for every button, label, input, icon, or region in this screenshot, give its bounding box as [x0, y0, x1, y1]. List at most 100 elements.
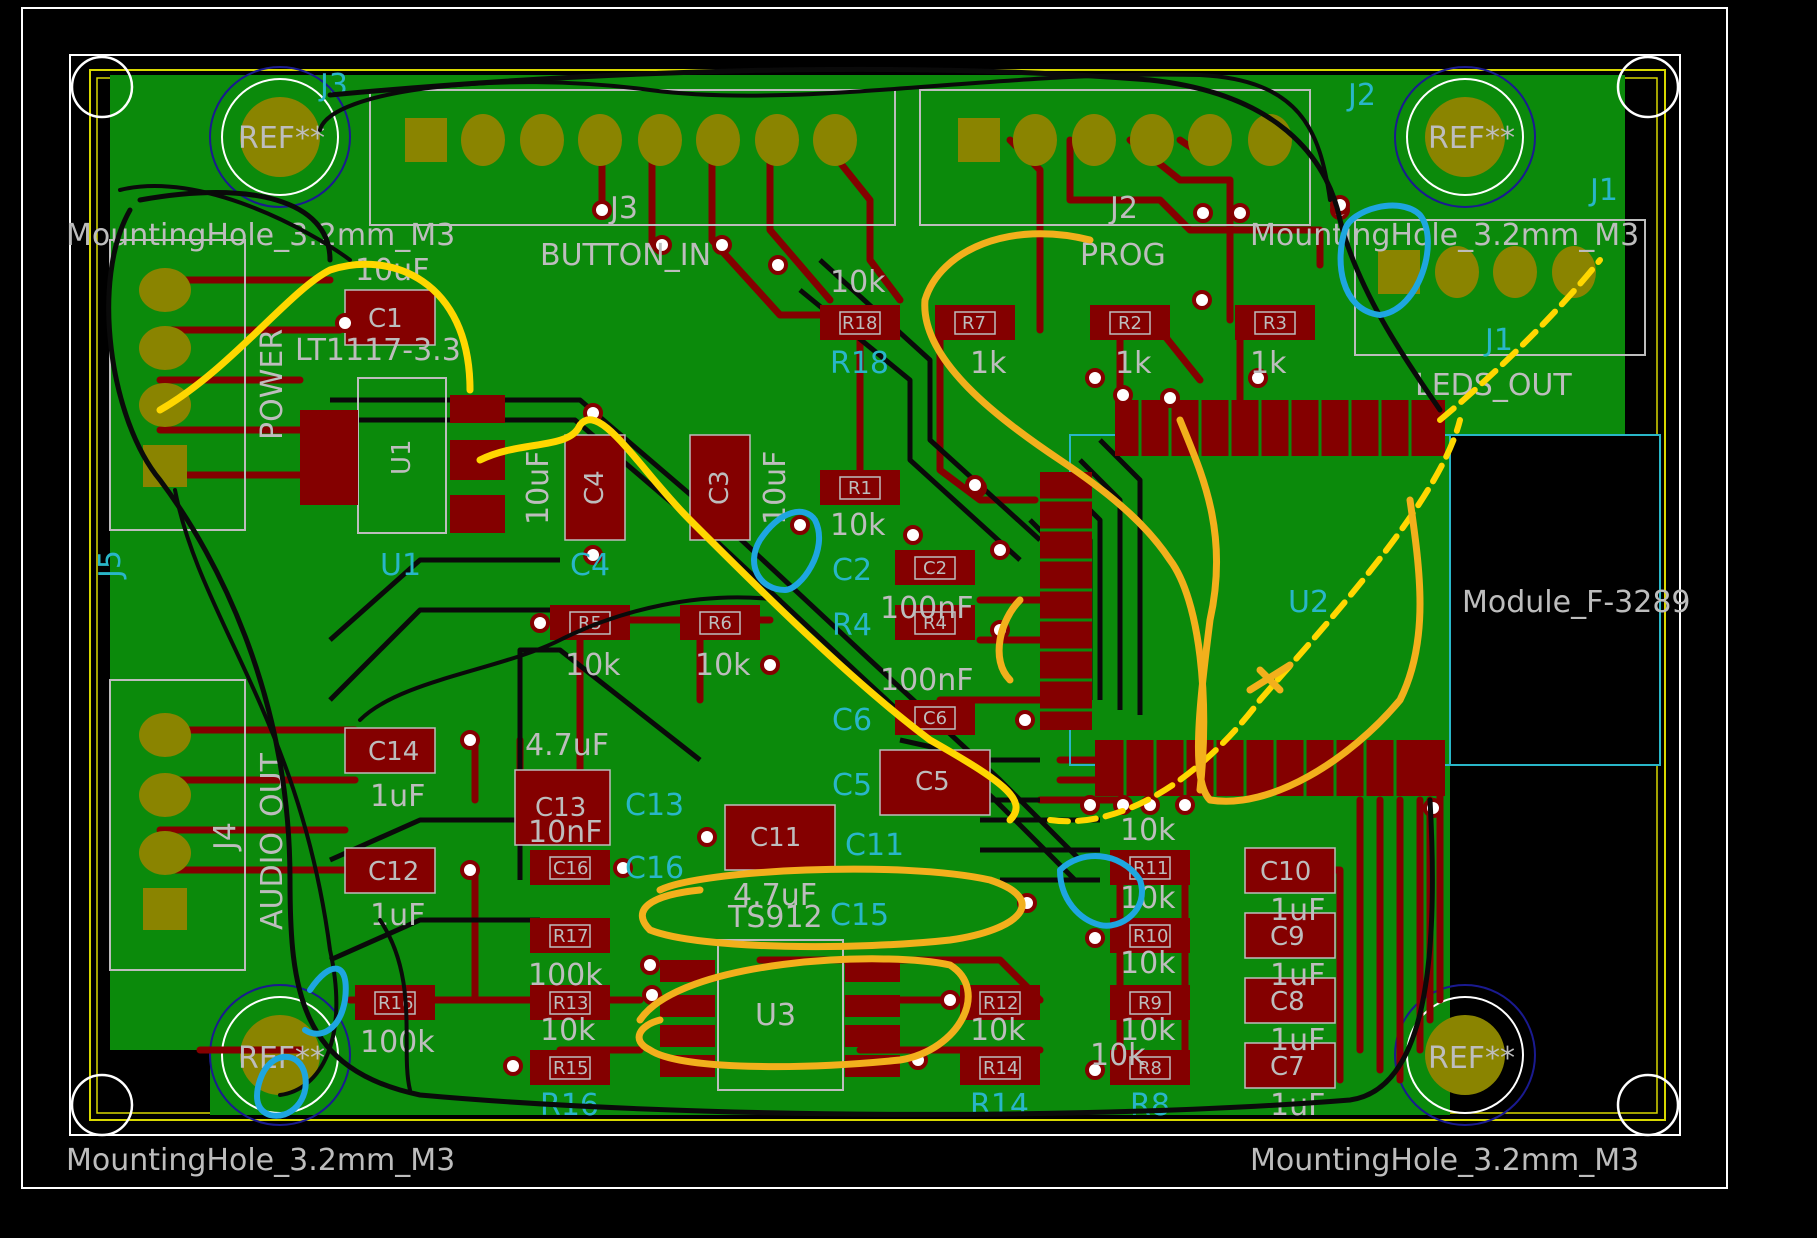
cap-c13: [514, 769, 611, 846]
label-r3-val: 1k: [1250, 346, 1287, 381]
label-j5-val: POWER: [255, 329, 290, 440]
silk-labels: MountingHole_3.2mm_M3 MountingHole_3.2mm…: [66, 121, 1691, 1178]
orange-marker-stroke-2: [1176, 416, 1424, 805]
label-c11: C11: [750, 823, 801, 853]
cap-c12: [344, 847, 436, 894]
label-c4-val: 10uF: [521, 451, 556, 525]
drawing-frame: [21, 7, 1728, 1189]
black-marker-stroke: [106, 207, 1435, 1117]
label-ref-br: REF**: [1428, 1041, 1515, 1076]
label-r9b-val: 10k: [1120, 1013, 1176, 1048]
cap-c11: [724, 804, 836, 871]
label-c14: C14: [368, 737, 419, 767]
label-j4-ref: J4: [208, 822, 243, 852]
label-c9: C9: [1270, 922, 1305, 952]
cap-c4: [564, 434, 626, 541]
label-r2-val: 1k: [1115, 346, 1152, 381]
label-c8: C8: [1270, 987, 1305, 1017]
blue-marker-loop-r11: [1057, 853, 1145, 929]
label-c2-ref: C2: [832, 553, 872, 588]
label-c1: C1: [368, 304, 403, 334]
connector-j2: [919, 89, 1311, 226]
label-j5-ref: J5: [93, 550, 128, 580]
board-edge-outline: [69, 54, 1681, 1136]
label-c10-val: 1uF: [1270, 893, 1325, 928]
label-c12-val: 1uF: [370, 898, 425, 933]
label-r12: R12: [983, 993, 1018, 1014]
label-c10: C10: [1260, 857, 1311, 887]
cap-c1: [344, 289, 436, 346]
label-r4: R4: [923, 613, 947, 634]
label-c13-val: 4.7uF: [525, 728, 609, 763]
label-c2-val: 100nF: [880, 591, 974, 626]
label-r8-val: 10k: [1090, 1038, 1146, 1073]
label-u3-ref: U3: [755, 998, 796, 1033]
label-j3-fab: J3: [318, 68, 348, 103]
label-j1-ref: J1: [1588, 173, 1618, 208]
mounting-hole-tl: [209, 66, 351, 208]
label-ref-tl: REF**: [238, 121, 325, 156]
label-u1-ref: U1: [380, 548, 421, 583]
orange-marker-stroke-1: [921, 230, 1208, 794]
label-r17-val: 100k: [528, 958, 603, 993]
marker-annotations: [106, 66, 1603, 1119]
label-r7: R7: [962, 313, 986, 334]
label-r8: R8: [1138, 1058, 1162, 1079]
orange-loop-lower: [635, 955, 972, 1071]
label-r18-val: 10k: [830, 265, 886, 300]
cap-c10: [1244, 847, 1336, 894]
label-r4-ref: R4: [832, 608, 872, 643]
cap-c3: [689, 434, 751, 541]
label-c15-val: 4.7uF: [733, 878, 817, 913]
label-r5-val: 10k: [565, 648, 621, 683]
pin-1: [405, 118, 447, 162]
label-r14-ref: R14: [970, 1088, 1029, 1123]
label-j3-ref: J3: [608, 191, 638, 226]
label-r11: R11: [1133, 858, 1168, 879]
label-r6-val: 10k: [695, 648, 751, 683]
black-marker-stroke-5: [358, 595, 782, 1092]
label-u3-val: TS912: [727, 900, 823, 935]
label-r7-val: 1k: [970, 346, 1007, 381]
label-r13: R13: [553, 993, 588, 1014]
label-r10: R10: [1133, 926, 1168, 947]
label-r13-val: 10k: [540, 1013, 596, 1048]
label-c6-val: 100nF: [880, 663, 974, 698]
label-mh-tr: MountingHole_3.2mm_M3: [1250, 218, 1639, 253]
blue-marker-loop-bl: [254, 965, 349, 1119]
label-u2-val: Module_F-3289: [1462, 585, 1691, 620]
module-u2: [1040, 400, 1661, 796]
label-r16: R16: [378, 993, 413, 1014]
label-c6: C6: [923, 708, 947, 729]
label-c16-val: 10nF: [528, 815, 602, 850]
orange-loop-upper: [638, 865, 1026, 951]
label-c5-ref: C5: [832, 768, 872, 803]
pad-labels: R18 R7 R2 R3 R1 R4 C2 C6 R5 R6 R16 R17 R…: [378, 313, 1287, 1079]
label-u1-body: U1: [387, 439, 417, 475]
black-marker-stroke-3: [118, 184, 352, 1097]
cap-c8: [1244, 977, 1336, 1024]
orange-marker-stroke-3: [995, 596, 1294, 694]
label-r14: R14: [983, 1058, 1018, 1079]
yellow-marker-stroke-1: [156, 260, 474, 414]
label-r17: R17: [553, 926, 588, 947]
label-r6: R6: [708, 613, 732, 634]
label-c7: C7: [1270, 1052, 1305, 1082]
label-c8-val: 1uF: [1270, 1023, 1325, 1058]
label-r8-ref: R8: [1130, 1088, 1170, 1123]
label-mh-br: MountingHole_3.2mm_M3: [1250, 1143, 1639, 1178]
label-u1-val: LT1117-3.3: [295, 333, 461, 368]
label-r9: R9: [1138, 993, 1162, 1014]
cap-c7: [1244, 1042, 1336, 1089]
label-c6-ref: C6: [832, 703, 872, 738]
connector-j1: [1354, 219, 1646, 356]
label-j2-val: PROG: [1080, 238, 1166, 273]
yellow-dashed-stroke: [1047, 257, 1603, 825]
label-c2: C2: [923, 558, 947, 579]
label-c13-ref: C13: [625, 788, 684, 823]
vias: [335, 195, 1443, 1080]
label-j3-val: BUTTON_IN: [540, 238, 711, 273]
label-c9-val: 1uF: [1270, 958, 1325, 993]
black-marker-stroke-4: [318, 72, 1332, 202]
label-r16-val: 100k: [360, 1025, 435, 1060]
